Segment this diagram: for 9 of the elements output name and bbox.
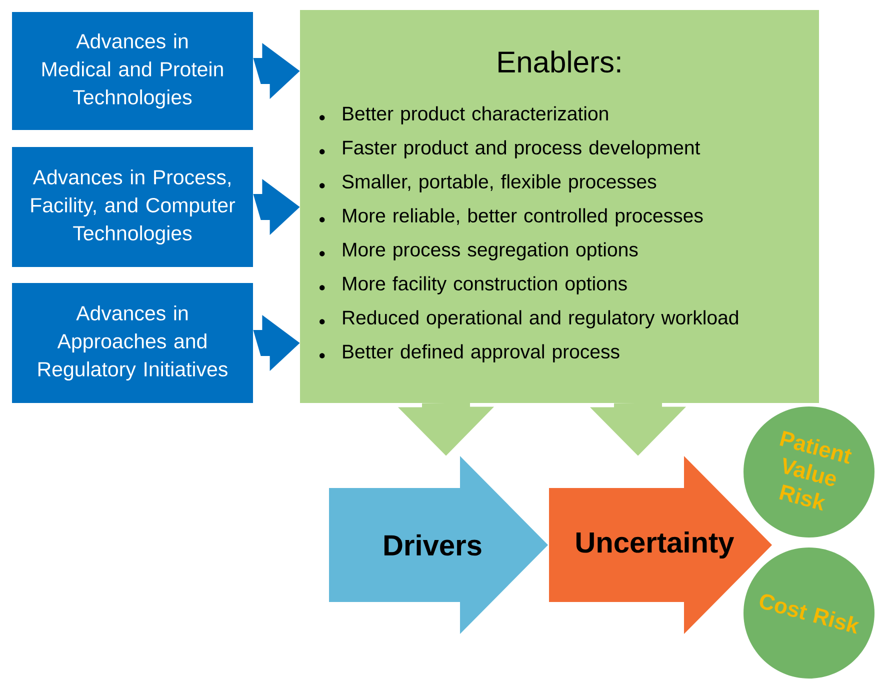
enablers-box: Enablers: Better product characterization Faster product and process development Smaller, portable, flexible processes More reliable, better controlled processes More process segregation options More facility construction options Reduced operational and regulatory workload Better defined approval process — [300, 10, 819, 403]
text-box: Advances in Process, Facility, and Computer Technologies — [12, 147, 253, 267]
text-box: Advances in Medical and Protein Technologies — [12, 12, 253, 130]
text-box: Advances in Approaches and Regulatory Initiatives — [12, 283, 253, 403]
block-arrow — [253, 315, 300, 371]
block-arrow — [253, 43, 300, 99]
block-arrow — [590, 402, 686, 456]
block-arrow — [398, 402, 494, 456]
block-arrow — [253, 179, 300, 235]
